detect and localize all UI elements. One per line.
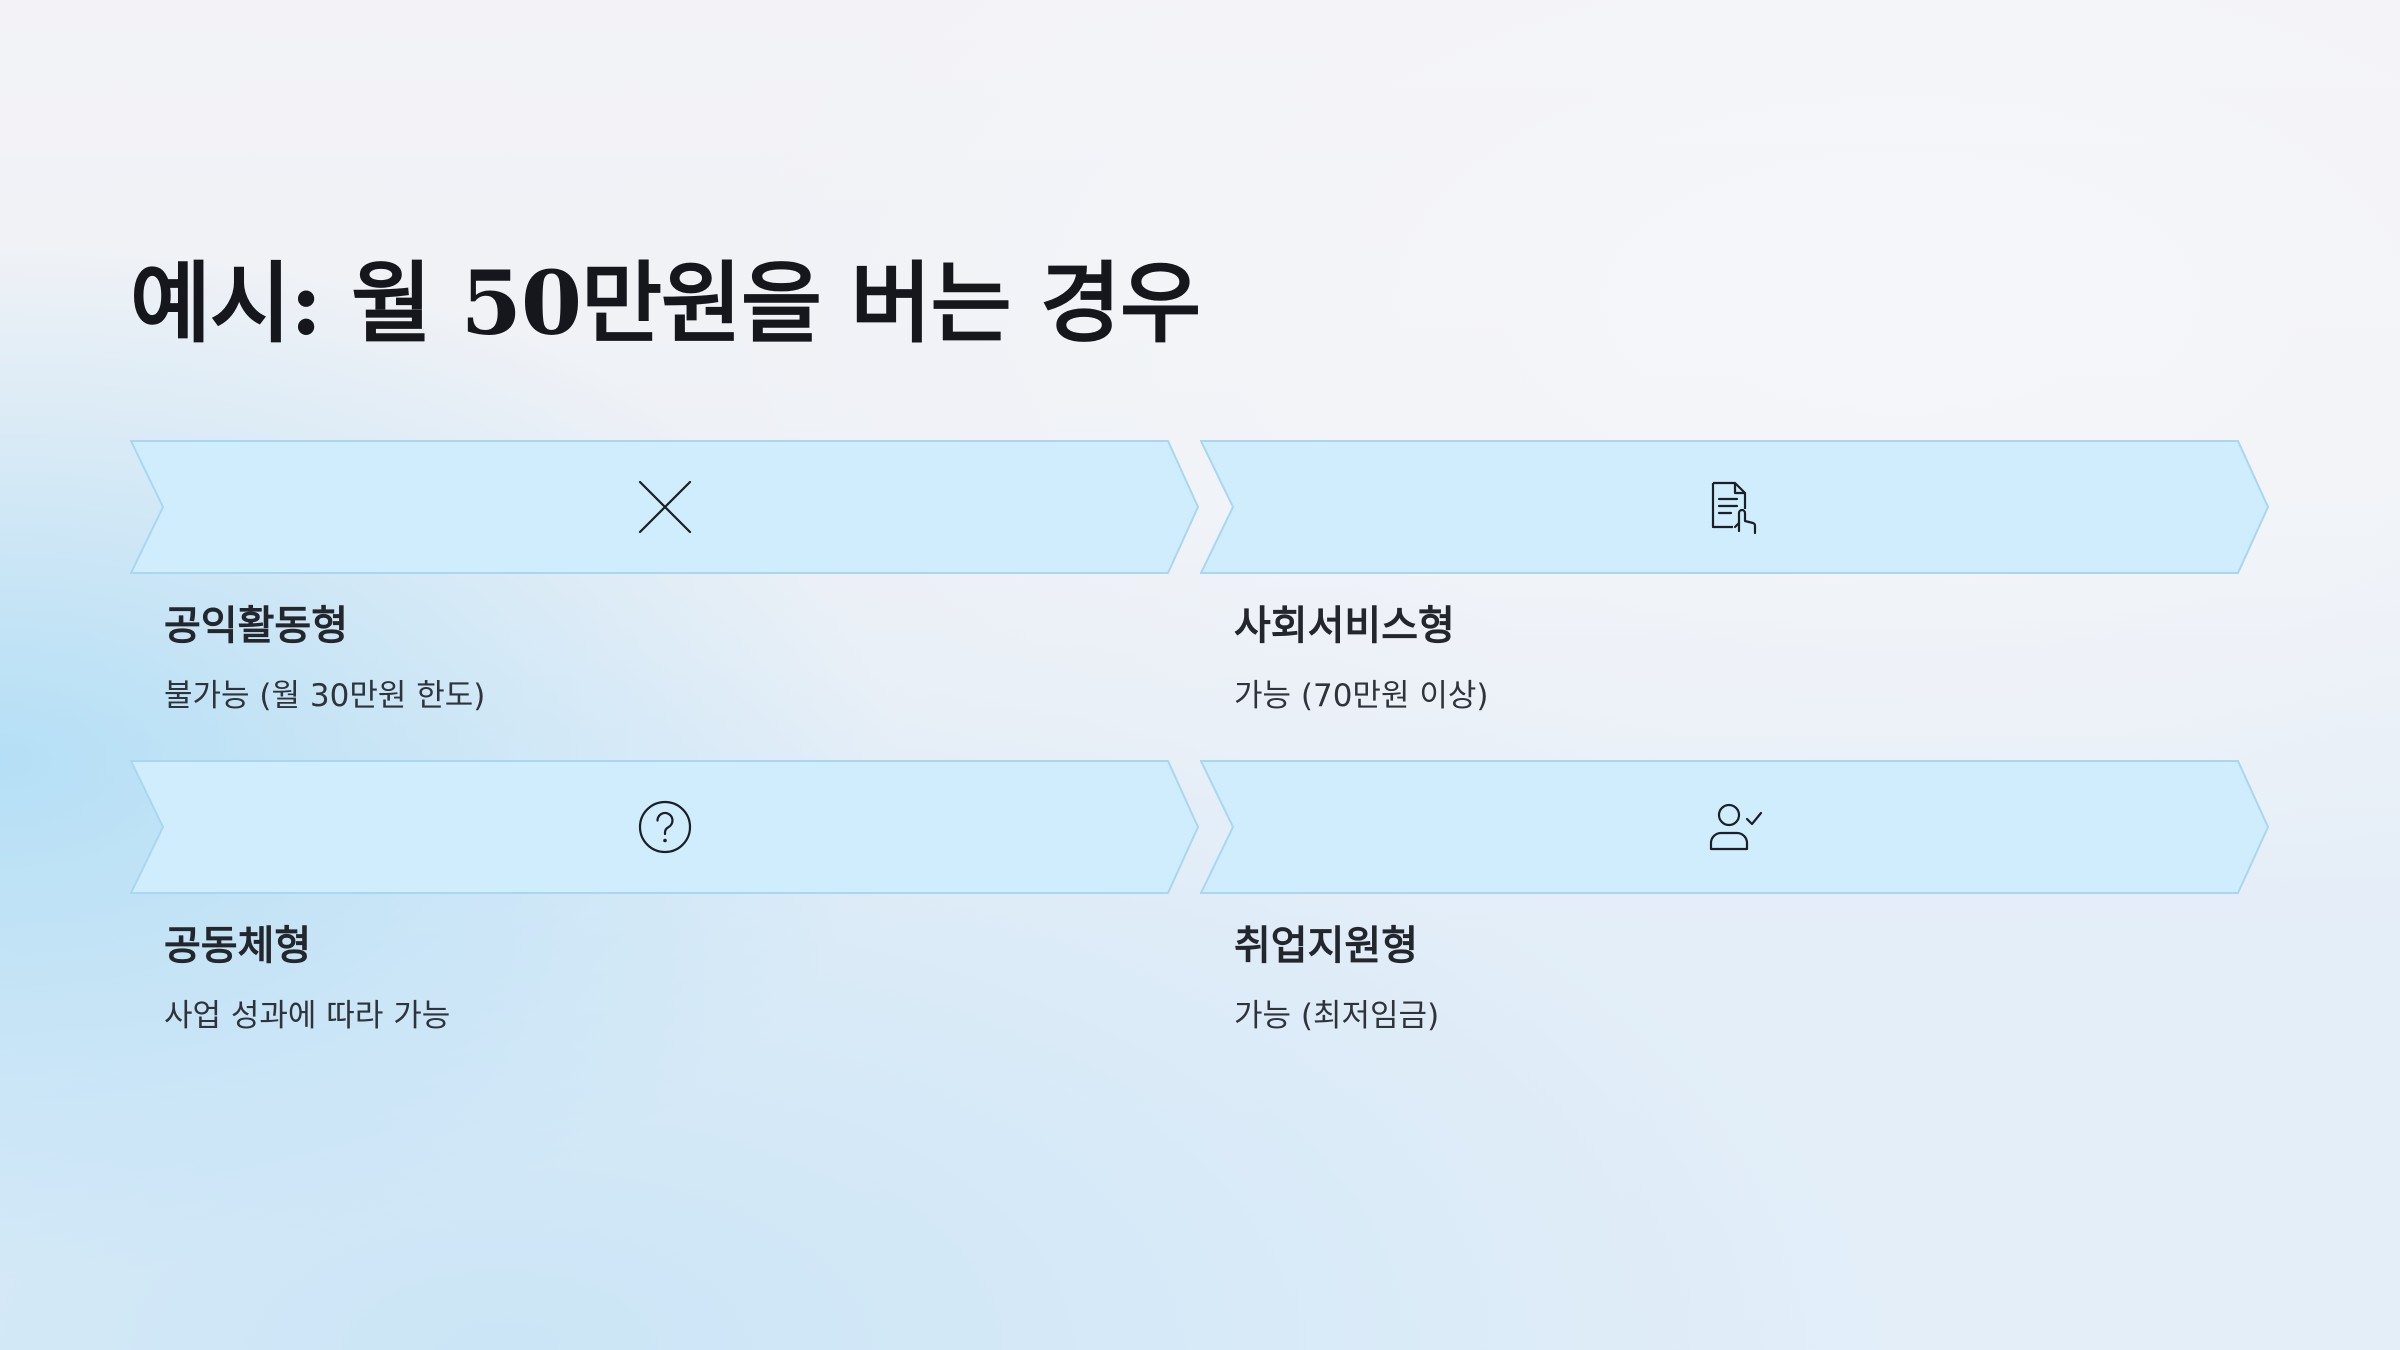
card-description: 사업 성과에 따라 가능 [164, 998, 451, 1034]
chevron-banner-shape [1200, 760, 2270, 894]
card-banner [1200, 760, 2270, 894]
card-banner [1200, 440, 2270, 574]
document-touch-icon [1711, 481, 1757, 535]
card-label: 사회서비스형 [1234, 603, 1455, 649]
card-banner [130, 760, 1200, 894]
card-description: 가능 (70만원 이상) [1234, 678, 1489, 714]
card-community: 공동체형 사업 성과에 따라 가능 [130, 760, 1200, 1035]
card-employment-support: 취업지원형 가능 (최저임금) [1200, 760, 2270, 1035]
user-check-icon [1709, 803, 1763, 851]
question-circle-icon [638, 800, 692, 854]
card-banner [130, 440, 1200, 574]
card-description: 가능 (최저임금) [1234, 998, 1440, 1034]
chevron-banner-shape [130, 760, 1200, 894]
card-description: 불가능 (월 30만원 한도) [164, 678, 486, 714]
card-label: 공익활동형 [164, 603, 348, 649]
card-public-service: 공익활동형 불가능 (월 30만원 한도) [130, 440, 1200, 715]
card-label: 취업지원형 [1234, 923, 1418, 969]
card-social-service: 사회서비스형 가능 (70만원 이상) [1200, 440, 2270, 715]
slide-title: 예시: 월 50만원을 버는 경우 [130, 251, 1201, 355]
card-label: 공동체형 [164, 923, 312, 969]
close-icon [638, 480, 692, 534]
